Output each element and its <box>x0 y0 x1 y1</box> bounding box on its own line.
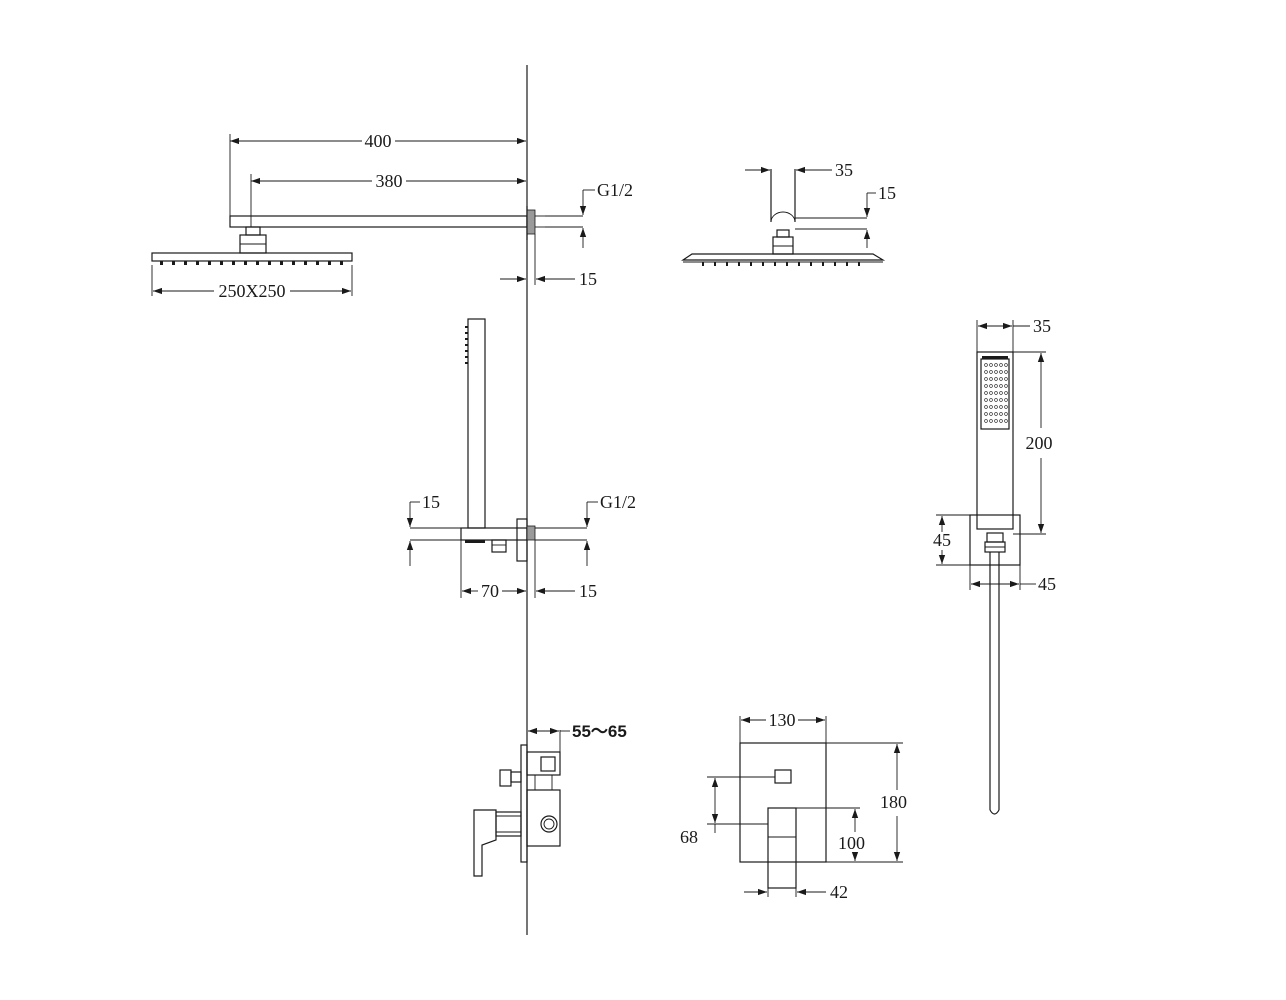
lever-front <box>767 807 797 889</box>
diverter-stem <box>510 771 522 783</box>
hand-shower-front-view <box>936 320 1046 815</box>
nozzle-row-top <box>160 261 343 265</box>
holder-plate <box>969 514 1021 566</box>
dim-outlet-depth: 70 <box>481 581 499 601</box>
dim-holder-width: 45 <box>1038 574 1056 594</box>
handset-body-front <box>976 351 1014 530</box>
dim-arm-length-inner: 380 <box>376 171 403 191</box>
dim-head-thickness: 15 <box>878 183 896 203</box>
dim-handset-length: 200 <box>1026 433 1053 453</box>
mixer-lever <box>473 809 497 877</box>
dim-install-depth: 55～65 <box>572 722 627 741</box>
wall-flange-top <box>526 209 536 235</box>
mixer-valve-front-view <box>707 716 903 897</box>
front-ball-joint <box>772 236 794 255</box>
hose-outlet <box>491 539 507 553</box>
valve-plate-front <box>739 742 827 863</box>
holder-clip <box>465 540 485 543</box>
rain-shower-head-side <box>151 252 353 262</box>
dim-valve-width: 130 <box>769 710 796 730</box>
dim-thread-top: G1/2 <box>597 180 633 200</box>
valve-body-lower <box>526 789 561 847</box>
hand-shower-side-view <box>406 318 598 598</box>
side-nozzles <box>465 326 468 364</box>
dim-wall-flange-mid: 15 <box>579 581 597 601</box>
rain-shower-head-front <box>681 253 886 261</box>
dim-wall-flange-top: 15 <box>579 269 597 289</box>
valve-trim-plate <box>520 744 528 863</box>
dim-head-arm-width: 35 <box>835 160 853 180</box>
shower-arm <box>229 215 528 228</box>
swivel-joint <box>245 226 261 236</box>
mixer-valve-side-view <box>473 727 570 877</box>
shower-arm-side-view <box>151 134 595 296</box>
handset-nozzle-grid <box>984 363 1008 423</box>
diverter-knob-front <box>774 769 792 784</box>
cartridge-circle <box>540 815 558 833</box>
shower-head-front-view <box>681 166 886 266</box>
dim-thread-mid: G1/2 <box>600 492 636 512</box>
dim-arm-length-outer: 400 <box>365 131 392 151</box>
dim-handset-width: 35 <box>1033 316 1051 336</box>
hose-connector <box>986 532 1004 543</box>
front-arm-joint <box>776 229 790 238</box>
hand-shower-body-side <box>467 318 486 529</box>
dim-holder-height: 45 <box>933 530 951 550</box>
dim-riser-offset: 15 <box>422 492 440 512</box>
dim-valve-height: 180 <box>880 792 907 812</box>
dim-head-size: 250X250 <box>219 281 286 301</box>
nozzle-row-front <box>702 262 860 266</box>
dim-lever-offset: 68 <box>680 827 698 847</box>
diverter-knob <box>499 769 512 787</box>
valve-body-upper <box>526 751 561 776</box>
wall-flange-mid <box>526 525 536 541</box>
dim-lever-height: 100 <box>838 833 865 853</box>
dim-lever-width: 42 <box>830 882 848 902</box>
